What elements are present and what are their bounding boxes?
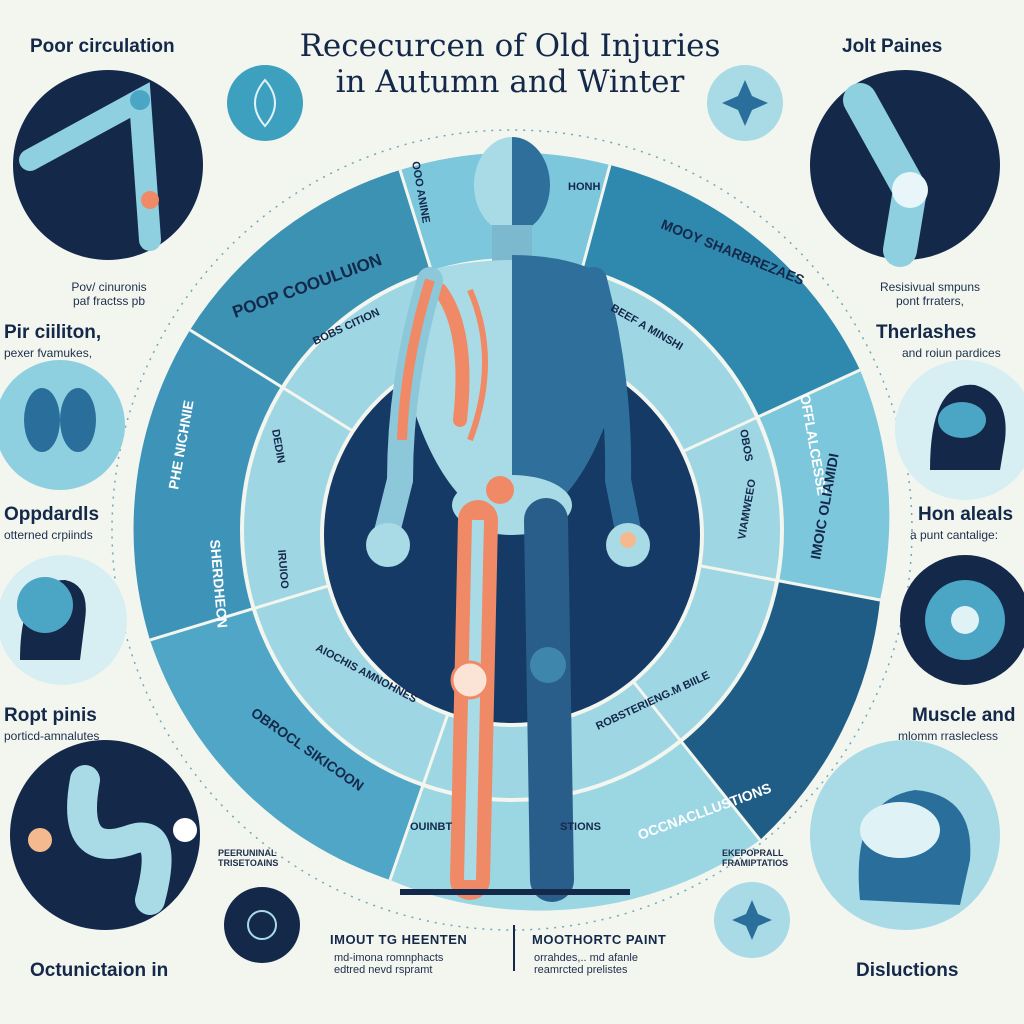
center-left-sub-2: edtred nevd rspramt <box>334 964 433 976</box>
body-figure <box>366 137 650 902</box>
right-bottom-heading: Disluctions <box>856 960 959 981</box>
right-heading-2: Therlashes <box>876 322 977 343</box>
left-sub-4: porticd-amnalutes <box>4 729 100 743</box>
wheel-inner-label: DEDIN <box>269 428 287 464</box>
left-bottom-heading: Octunictaion in <box>30 960 169 981</box>
leg-right <box>524 498 574 902</box>
wheel-inner-label: IRUIOO <box>275 549 290 589</box>
center-right-small-2: FRAMIPTATIOS <box>722 858 789 868</box>
wheel-inner-label: OUINBT <box>410 821 452 833</box>
center-left-small: PEERUNINAL TRISETOAINS <box>218 848 278 868</box>
left-heading-4: Ropt pinis <box>4 705 97 726</box>
leaf-icon <box>227 65 303 141</box>
right-top-heading: Jolt Paines <box>842 36 943 57</box>
right-heading-4: Muscle and <box>912 705 1016 726</box>
left-sub-1b: paf fractss pb <box>72 294 146 308</box>
center-left-small-2: TRISETOAINS <box>218 858 279 868</box>
center-left-sub: md-imona romnphacts edtred nevd rspramt <box>334 952 443 976</box>
wheel-outer-label: SHERDHECN <box>207 539 231 629</box>
left-heading-2: Pir ciiliton, <box>4 322 102 343</box>
bent-bone-icon <box>10 740 200 930</box>
head-profile-icon <box>0 555 127 685</box>
wheel-inner-label: STIONS <box>560 821 601 833</box>
lungs-icon <box>0 360 125 490</box>
leg-joint-icon <box>13 70 203 260</box>
center-left-heading: IMOUT TG HEENTEN <box>330 932 468 947</box>
left-top-heading: Poor circulation <box>30 36 175 57</box>
wheel-inner-label: OBOS <box>737 428 754 462</box>
right-sub-3: a punt cantalige: <box>910 528 999 542</box>
left-sub-2: pexer fvamukes, <box>4 346 93 360</box>
center-divider <box>513 925 515 971</box>
left-sub-1a: Pov/ cinuronis <box>71 280 147 294</box>
left-heading-3: Oppdardls <box>4 504 100 525</box>
right-block-1: Resisivual smpuns pont frraters, <box>850 280 1010 308</box>
center-right-sub-2: reamrcted prelistes <box>534 964 628 976</box>
torso-right <box>512 255 610 500</box>
center-right-small-1: EKEPOPRALL <box>722 848 784 858</box>
left-sub-3: otterned crpiinds <box>4 528 93 542</box>
outer-dotted-ring <box>111 129 913 931</box>
center-right-small: EKEPOPRALL FRAMIPTATIOS <box>722 848 788 868</box>
left-block-1: Pov/ cinuronis paf fractss pb <box>44 280 174 308</box>
brain-head-icon <box>895 360 1024 500</box>
center-left-sub-1: md-imona romnphacts <box>334 952 444 964</box>
snowflake-icon <box>707 65 783 141</box>
knee-joint-icon <box>810 70 1000 267</box>
center-right-heading: MOOTHORTC PAINT <box>532 932 667 947</box>
center-left-small-1: PEERUNINAL <box>218 848 277 858</box>
flower-icon <box>900 555 1024 685</box>
title-line-1: Rececurcen of Old Injuries <box>299 28 721 64</box>
snowflake-flower-icon <box>714 882 790 958</box>
right-sub-4: mlomm rraslecless <box>898 729 999 743</box>
right-sub-2: and roiun pardices <box>902 346 1001 360</box>
wheel-inner-label: HONH <box>568 181 600 193</box>
title-line-2: in Autumn and Winter <box>335 64 685 100</box>
right-sub-1b: pont frraters, <box>895 294 965 308</box>
right-heading-3: Hon aleals <box>918 504 1014 525</box>
right-sub-1a: Resisivual smpuns <box>879 280 981 294</box>
center-right-sub-1: orrahdes,.. md afanle <box>534 952 638 964</box>
page-title: Rececurcen of Old Injuries in Autumn and… <box>270 28 750 100</box>
snowflake-small-icon <box>224 887 300 963</box>
brain-profile-icon <box>810 740 1000 930</box>
head-right <box>512 137 550 233</box>
center-right-sub: orrahdes,.. md afanle reamrcted preliste… <box>534 952 638 976</box>
